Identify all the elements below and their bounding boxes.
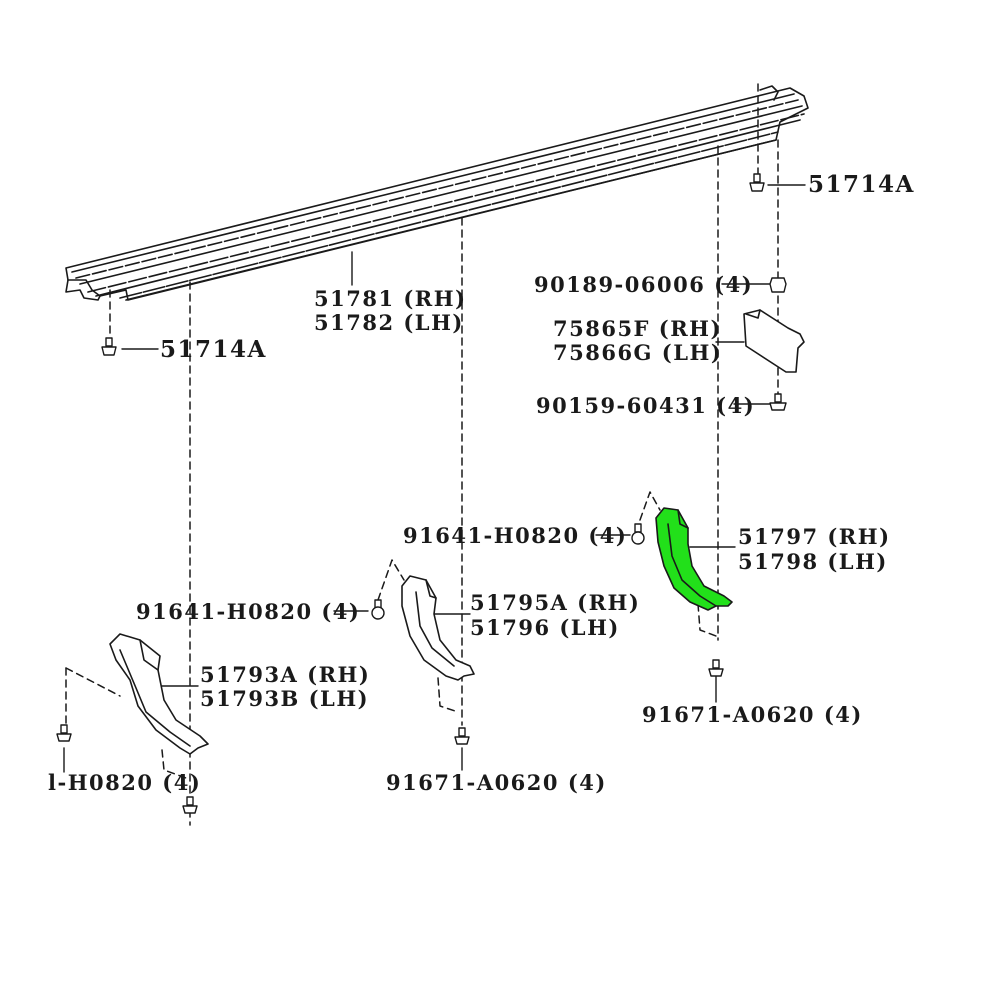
- label-bolt-center-left: 91641-H0820 (4): [136, 599, 361, 624]
- label-step-rh: 51781 (RH): [314, 286, 467, 311]
- label-bolt-left-lower: l-H0820 (4): [48, 770, 202, 795]
- label-bracket-front-rh: 51793A (RH): [200, 662, 371, 687]
- label-bracket-mid-lh: 51796 (LH): [470, 615, 620, 640]
- label-bracket-front-lh: 51793B (LH): [200, 686, 370, 711]
- dashed-leaders: [65, 83, 779, 826]
- bolt-icon-left-center: [371, 599, 385, 620]
- bolt-icon-left-lower: [56, 724, 72, 742]
- bracket-51793a[interactable]: [109, 633, 209, 755]
- bracket-51797-highlighted[interactable]: [655, 507, 733, 611]
- bolt-icon-right-lower: [708, 659, 724, 677]
- label-bolt-right-lower: 91671-A0620 (4): [642, 702, 863, 727]
- bolt-icon-90159: [769, 393, 787, 411]
- label-bolt-center-lower: 91671-A0620 (4): [386, 770, 607, 795]
- label-pad-lh: 75866G (LH): [553, 340, 723, 365]
- label-bracket-mid-rh: 51795A (RH): [470, 590, 641, 615]
- label-bracket-rear-rh: 51797 (RH): [738, 524, 891, 549]
- label-step-lh: 51782 (LH): [314, 310, 464, 335]
- clip-icon-top-right: [749, 173, 765, 192]
- bolt-icon-center-lower: [454, 727, 470, 745]
- fasteners: [56, 173, 787, 814]
- running-board-step[interactable]: [65, 85, 809, 301]
- label-bracket-rear-lh: 51798 (LH): [738, 549, 888, 574]
- bolt-icon-bottom: [182, 796, 198, 814]
- pad-75865f[interactable]: [743, 309, 805, 373]
- label-bolt-90159: 90159-60431 (4): [536, 393, 756, 418]
- solid-leaders: [63, 184, 806, 773]
- label-pad-rh: 75865F (RH): [553, 316, 722, 341]
- clip-icon-left: [101, 337, 117, 356]
- label-nut-90189: 90189-06006 (4): [534, 272, 754, 297]
- label-bolt-center-upper: 91641-H0820 (4): [403, 523, 628, 548]
- label-clip-top-right: 51714A: [808, 171, 915, 198]
- nut-icon: [769, 277, 787, 293]
- label-clip-left: 51714A: [160, 336, 267, 363]
- bracket-51795a[interactable]: [401, 575, 475, 681]
- bolt-icon-upper-center: [631, 523, 645, 545]
